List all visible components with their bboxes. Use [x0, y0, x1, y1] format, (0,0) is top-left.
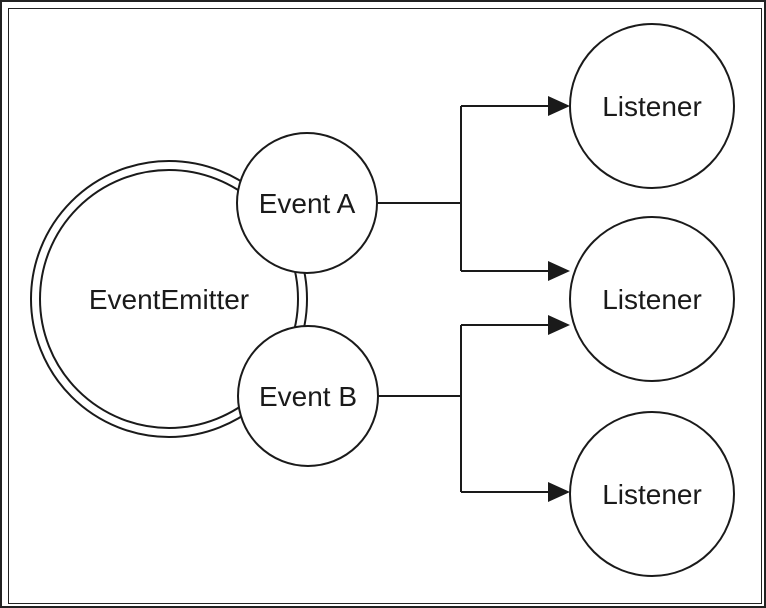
listener-node-1: Listener [569, 23, 735, 189]
listener-3-circle [569, 411, 735, 577]
arrow-head-listener-3 [548, 482, 570, 502]
listener-node-2: Listener [569, 216, 735, 382]
arrow-head-listener-1 [548, 96, 570, 116]
listener-node-3: Listener [569, 411, 735, 577]
listener-1-label: Listener [602, 91, 702, 122]
event-emitter-node: EventEmitter [30, 160, 308, 438]
event-a-circle [236, 132, 378, 274]
event-b-label: Event B [259, 381, 357, 412]
event-emitter-label: EventEmitter [89, 284, 249, 315]
event-a-node: Event A [236, 132, 378, 274]
diagram-inner-border [8, 8, 762, 604]
event-b-node: Event B [237, 325, 379, 467]
listener-2-circle [569, 216, 735, 382]
arrow-head-listener-2-b [548, 315, 570, 335]
listener-1-circle [569, 23, 735, 189]
event-emitter-inner-ring [39, 169, 299, 429]
listener-2-label: Listener [602, 284, 702, 315]
event-a-label: Event A [259, 188, 356, 219]
listener-3-label: Listener [602, 479, 702, 510]
arrow-head-listener-2-a [548, 261, 570, 281]
event-a-connectors [377, 96, 570, 281]
event-b-circle [237, 325, 379, 467]
event-b-connectors [378, 315, 570, 502]
